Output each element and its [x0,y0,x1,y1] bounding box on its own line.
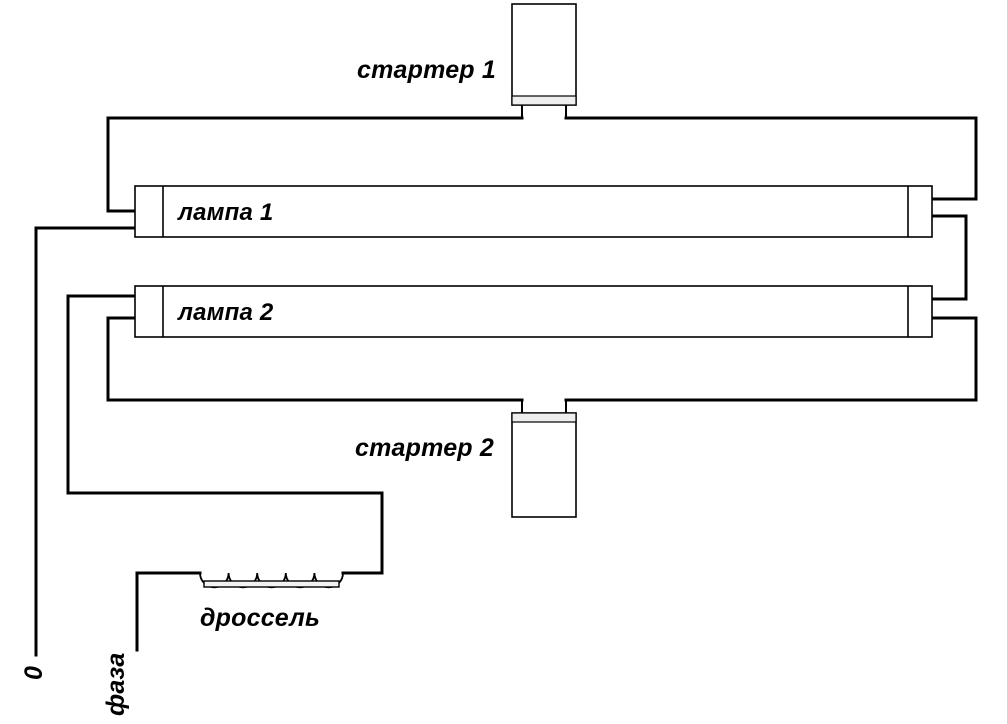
neutral-terminal-label: 0 [20,666,48,680]
starter2-base-band [511,412,577,423]
wire-lamp1-left-to-starter1 [106,116,524,213]
phase-terminal[interactable]: фаза [102,653,130,716]
lamp2-label: лампа 2 [177,299,274,326]
lamp1-body [134,185,933,238]
wire-starter1-to-lamp1-right [564,116,978,201]
wire-lamp2-left-to-ballast [66,294,384,575]
starter2-component[interactable]: стартер 2 [355,400,577,518]
lamp2-component[interactable]: лампа 2 [134,285,933,338]
ballast-label: дроссель [200,604,320,632]
starter2-body [511,412,577,518]
lamp2-body [134,285,933,338]
wire-lamp1-right-to-lamp2-right [930,214,968,301]
wire-lamp1-left-to-neutral [34,226,137,657]
phase-terminal-label: фаза [102,653,130,716]
lamp1-label: лампа 1 [177,199,273,226]
starter1-component[interactable]: стартер 1 [357,3,577,118]
ballast-component[interactable]: дроссель [199,572,344,632]
starter1-body [511,3,577,106]
lamp1-component[interactable]: лампа 1 [134,185,933,238]
wire-ballast-to-phase [135,571,202,652]
neutral-terminal[interactable]: 0 [20,666,48,680]
ballast-core-bar [203,580,340,588]
starter2-label: стартер 2 [355,434,494,462]
starter1-base-band [511,95,577,106]
wire-lamp2-right-to-starter2 [564,316,978,402]
wire-starter2-to-lamp2-left [106,316,524,402]
starter1-label: стартер 1 [357,56,496,84]
